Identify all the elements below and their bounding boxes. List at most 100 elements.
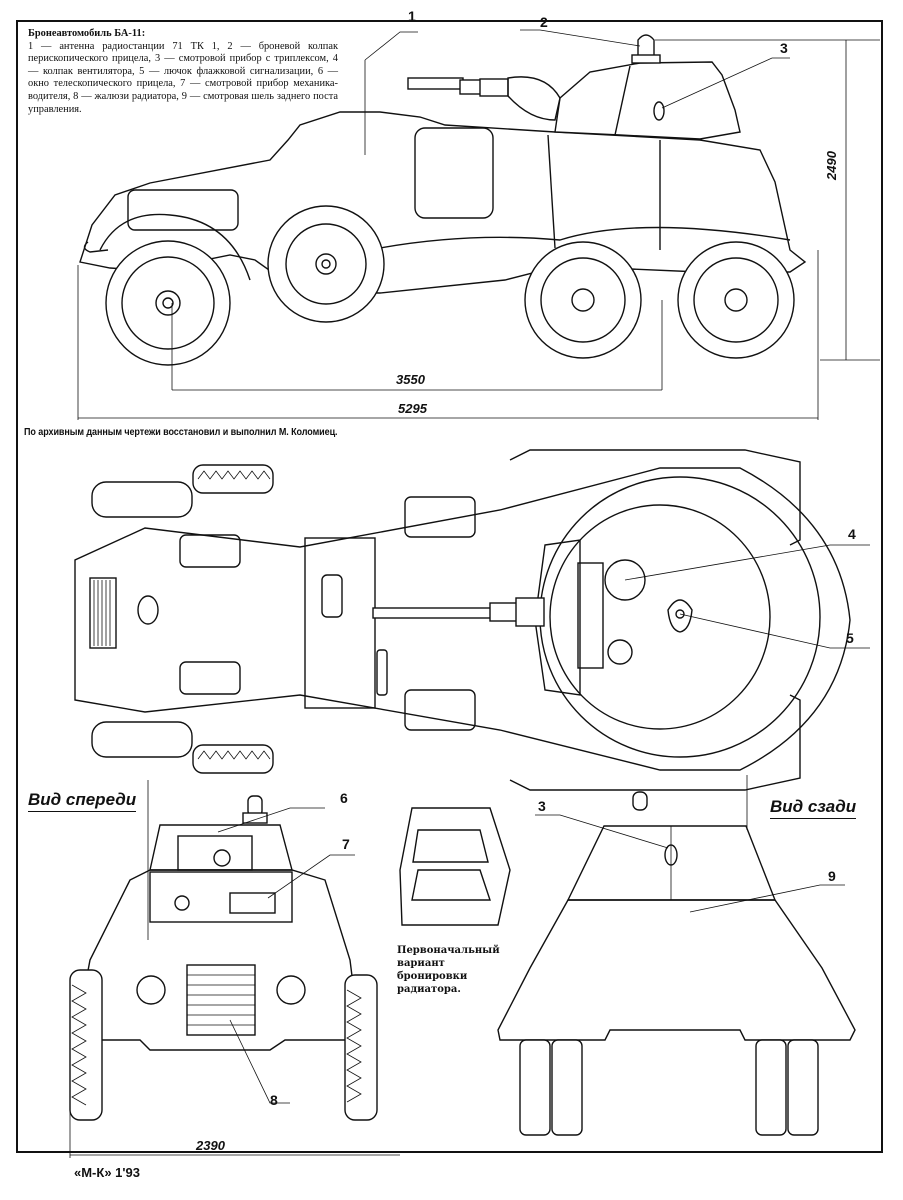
front-tire-left bbox=[69, 969, 103, 1121]
publication-footer: «М-К» 1'93 bbox=[74, 1165, 140, 1180]
top-front-fender-right bbox=[91, 721, 193, 758]
radiator-variant bbox=[399, 807, 511, 926]
side-door bbox=[414, 127, 494, 219]
top-hull-outline bbox=[74, 467, 851, 771]
top-door-right bbox=[404, 689, 476, 731]
front-periscope-base bbox=[242, 812, 268, 824]
grille-lines bbox=[93, 580, 111, 646]
radiator-grille-top bbox=[89, 577, 117, 649]
side-vision-port bbox=[653, 101, 665, 121]
turret-ring bbox=[539, 476, 821, 758]
flag-signal-hatch bbox=[667, 599, 693, 633]
spare-wheel-bottom bbox=[192, 744, 274, 774]
rear-fender-bottom bbox=[509, 694, 801, 791]
leader-3 bbox=[661, 57, 790, 109]
fighting-compartment-roof bbox=[304, 537, 376, 709]
drawing-frame bbox=[16, 20, 883, 1153]
front-fender bbox=[99, 213, 251, 281]
vent-cap bbox=[604, 559, 646, 601]
leader-1 bbox=[364, 31, 418, 61]
legend-title: Бронеавтомобиль БА-11: bbox=[28, 28, 146, 39]
callout-3: 3 bbox=[780, 40, 788, 56]
front-hull-outline bbox=[74, 869, 361, 1051]
tow-hook bbox=[83, 241, 109, 253]
legend-caption: Бронеавтомобиль БА-11: 1 — антенна радио… bbox=[28, 28, 338, 116]
variant-louver-lower bbox=[411, 869, 491, 901]
rear-fender-top bbox=[509, 449, 801, 546]
callout-1: 1 bbox=[408, 8, 416, 24]
turret-mantlet-top bbox=[577, 562, 604, 669]
rear-tire-left-2 bbox=[551, 1039, 583, 1136]
leader-5 bbox=[679, 613, 870, 649]
radiator-variant-note: Первоначальный вариант бронировки радиат… bbox=[397, 944, 500, 996]
note-line: радиатора. bbox=[397, 984, 461, 995]
top-side-hatch-right bbox=[179, 661, 241, 695]
roof-vent bbox=[376, 649, 388, 696]
rear-tire-right-2 bbox=[787, 1039, 819, 1136]
rear-view-label: Вид сзади bbox=[770, 797, 857, 819]
callout-4: 4 bbox=[848, 526, 856, 542]
radiator-louvers bbox=[186, 964, 256, 1036]
headlight-left bbox=[136, 975, 166, 1005]
gun-mantlet-sleeve bbox=[459, 79, 483, 95]
note-line: бронировки bbox=[397, 971, 468, 982]
side-turret bbox=[554, 61, 741, 140]
tread-right bbox=[346, 989, 362, 1103]
front-view bbox=[69, 780, 400, 1158]
rear-wheel-1 bbox=[524, 241, 642, 359]
rear-hull-outline bbox=[497, 899, 856, 1041]
note-line: Первоначальный bbox=[397, 945, 500, 956]
dim-width: 2390 bbox=[196, 1138, 225, 1153]
front-armor-plate bbox=[149, 871, 293, 923]
rear-view bbox=[497, 775, 856, 1136]
leader-2 bbox=[520, 29, 641, 47]
top-periscope bbox=[607, 639, 633, 665]
variant-louver-upper bbox=[412, 829, 489, 863]
spare-wheel-tread-top bbox=[197, 470, 271, 480]
rear-vision-port bbox=[664, 844, 678, 866]
front-wheel bbox=[105, 240, 231, 366]
periscope-base bbox=[631, 54, 661, 64]
callout-3-rear: 3 bbox=[538, 798, 546, 814]
drawing-credit: По архивным данным чертежи восстановил и… bbox=[24, 426, 338, 438]
top-gun-mantlet bbox=[515, 597, 545, 627]
roof-hatch bbox=[321, 574, 343, 618]
flag-hatch-knob bbox=[675, 609, 685, 619]
top-front-fender-left bbox=[91, 481, 193, 518]
dim-height: 2490 bbox=[824, 151, 839, 180]
top-gun-barrel bbox=[372, 607, 494, 619]
dim-wheelbase: 3550 bbox=[396, 372, 425, 387]
top-side-hatch-left bbox=[179, 534, 241, 568]
top-door-left bbox=[404, 496, 476, 538]
leader-7 bbox=[267, 854, 355, 899]
middle-wheel bbox=[267, 205, 385, 323]
hull-access-plate bbox=[137, 595, 159, 625]
leader-8 bbox=[229, 1019, 290, 1104]
hull-belt-line bbox=[379, 226, 791, 249]
callout-2: 2 bbox=[540, 14, 548, 30]
callout-6: 6 bbox=[340, 790, 348, 806]
leader-9 bbox=[689, 884, 845, 913]
leader-4 bbox=[624, 544, 870, 581]
callout-7: 7 bbox=[342, 836, 350, 852]
gun-mount bbox=[507, 76, 561, 121]
louver-lines bbox=[187, 974, 255, 1026]
turret-roof bbox=[549, 504, 771, 730]
side-gun-barrel bbox=[407, 77, 464, 90]
hull-seam-1 bbox=[547, 134, 556, 249]
callout-5: 5 bbox=[846, 630, 854, 646]
rear-wheel-2 bbox=[677, 241, 795, 359]
legend-body: 1 — антенна радиостанции 71 ТК 1, 2 — бр… bbox=[28, 40, 338, 115]
side-hull-outline bbox=[79, 111, 807, 294]
rear-tire-right-1 bbox=[755, 1039, 787, 1136]
front-turret-outline bbox=[149, 824, 293, 871]
top-view bbox=[74, 449, 870, 791]
front-view-label: Вид спереди bbox=[28, 790, 137, 812]
callout-8: 8 bbox=[270, 1092, 278, 1108]
rear-periscope bbox=[632, 791, 648, 811]
callout-9: 9 bbox=[828, 868, 836, 884]
top-gun-sleeve bbox=[489, 602, 519, 622]
leader-3-rear bbox=[535, 814, 669, 849]
spare-wheel-tread-bottom bbox=[197, 750, 271, 760]
